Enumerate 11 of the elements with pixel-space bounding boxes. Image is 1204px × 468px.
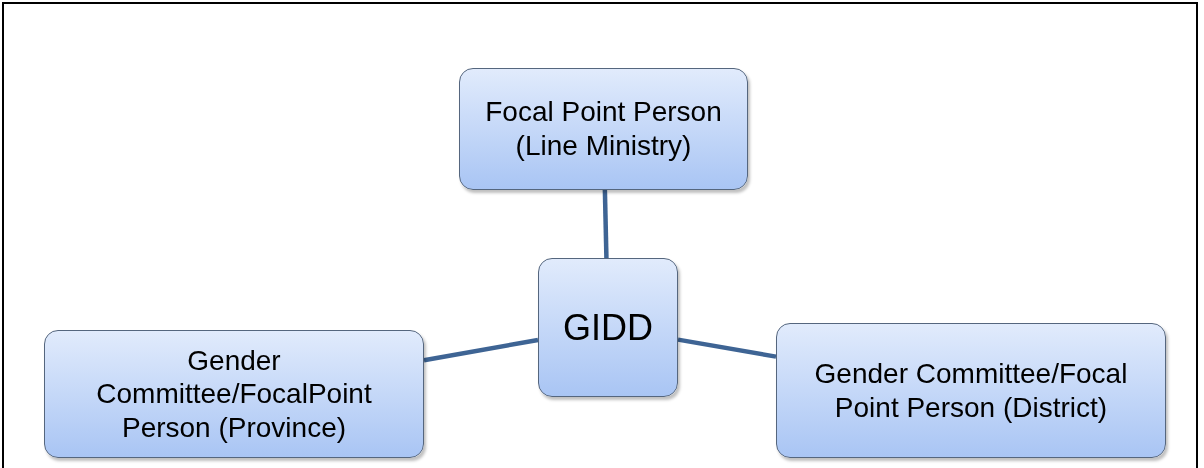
rounded-box [776, 323, 1166, 458]
rounded-box [459, 68, 748, 190]
node-label: Gender Committee/Focal Point Person (District) [813, 356, 1129, 425]
connector-line [423, 337, 539, 363]
node-label: Focal Point Person (Line Ministry) [484, 95, 723, 163]
connector-line [602, 189, 609, 259]
node-label: Gender Committee/FocalPoint Person (Province) [95, 343, 373, 445]
rounded-box [44, 330, 424, 458]
node-label: GIDD [563, 305, 653, 350]
connector-line [677, 337, 777, 359]
rounded-box [538, 258, 678, 397]
